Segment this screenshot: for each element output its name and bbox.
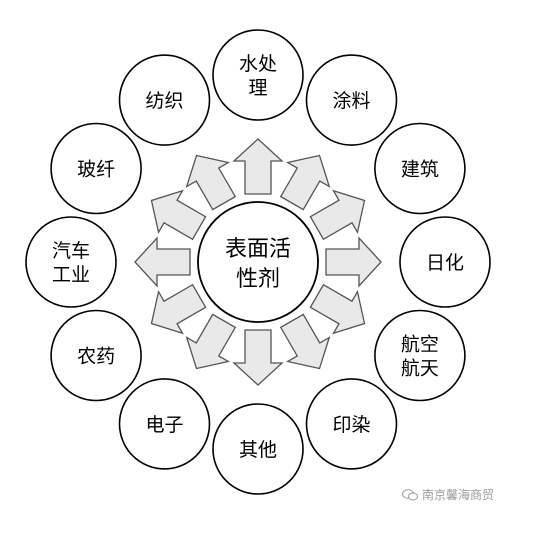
node-pesticides: 农药 (50, 309, 142, 402)
node-label: 其他 (239, 439, 277, 461)
node-label: 水处 (239, 53, 277, 75)
watermark: 南京馨海商贸 (402, 486, 494, 503)
node-circle (305, 54, 398, 146)
arrow-to-coatings (279, 154, 331, 211)
node-daily-chemicals: 日化 (399, 216, 491, 308)
center-circle (197, 201, 319, 323)
arrow-shape (150, 283, 207, 335)
arrow-shape (325, 236, 382, 288)
arrow-shape (150, 189, 207, 241)
node-label: 航空 (401, 334, 439, 356)
arrow-to-other (232, 329, 284, 386)
node-label: 农药 (77, 346, 115, 368)
arrow-shape (232, 138, 284, 195)
node-printing-dyeing: 印染 (305, 378, 398, 470)
wechat-icon (402, 488, 418, 500)
node-circle (50, 122, 142, 215)
arrow-to-daily-chemicals (325, 236, 382, 288)
arrow-shape (309, 283, 366, 335)
node-circle (374, 122, 466, 215)
node-label: 日化 (426, 252, 464, 274)
watermark-text: 南京馨海商贸 (422, 488, 495, 502)
arrow-to-construction (309, 189, 366, 241)
node-circle (212, 29, 304, 121)
node-circle (118, 54, 211, 146)
arrow-shape (185, 313, 237, 370)
arrow-to-pesticides (150, 283, 207, 335)
node-circle (50, 309, 142, 402)
node-construction: 建筑 (374, 122, 466, 215)
node-label: 汽车 (52, 240, 90, 262)
arrow-to-textiles (185, 154, 237, 211)
arrow-shape (232, 329, 284, 386)
node-label: 玻纤 (77, 159, 115, 181)
node-textiles: 纺织 (118, 54, 211, 146)
center-label-line-1: 表面活 (225, 237, 291, 262)
node-electronics: 电子 (118, 378, 211, 470)
node-fiberglass: 玻纤 (50, 122, 142, 215)
arrow-to-printing-dyeing (279, 313, 331, 370)
node-circle (399, 216, 491, 308)
node-circle (118, 378, 211, 470)
arrow-to-aerospace (309, 283, 366, 335)
node-other: 其他 (212, 403, 304, 495)
node-label: 印染 (332, 414, 370, 436)
arrow-shape (279, 313, 331, 370)
node-circle (212, 403, 304, 495)
node-circle (305, 378, 398, 470)
node-label: 理 (248, 77, 267, 99)
arrow-to-water-treatment (232, 138, 284, 195)
node-circle (25, 216, 117, 308)
arrows-layer (134, 138, 382, 386)
arrow-shape (185, 154, 237, 211)
node-label: 工业 (52, 264, 90, 286)
node-label: 航天 (401, 358, 439, 380)
node-coatings: 涂料 (305, 54, 398, 146)
arrow-shape (134, 236, 191, 288)
node-circle (374, 309, 466, 402)
arrow-to-fiberglass (150, 189, 207, 241)
node-label: 建筑 (401, 159, 439, 181)
node-label: 涂料 (332, 90, 370, 112)
center-label-line-2: 性剂 (236, 267, 280, 292)
arrow-to-automotive (134, 236, 191, 288)
node-label: 纺织 (145, 90, 183, 112)
arrow-shape (309, 189, 366, 241)
arrow-to-electronics (185, 313, 237, 370)
arrow-shape (279, 154, 331, 211)
node-label: 电子 (145, 414, 183, 436)
center-node: 表面活 性剂 (197, 201, 319, 323)
node-water-treatment: 水处理 (212, 29, 304, 121)
